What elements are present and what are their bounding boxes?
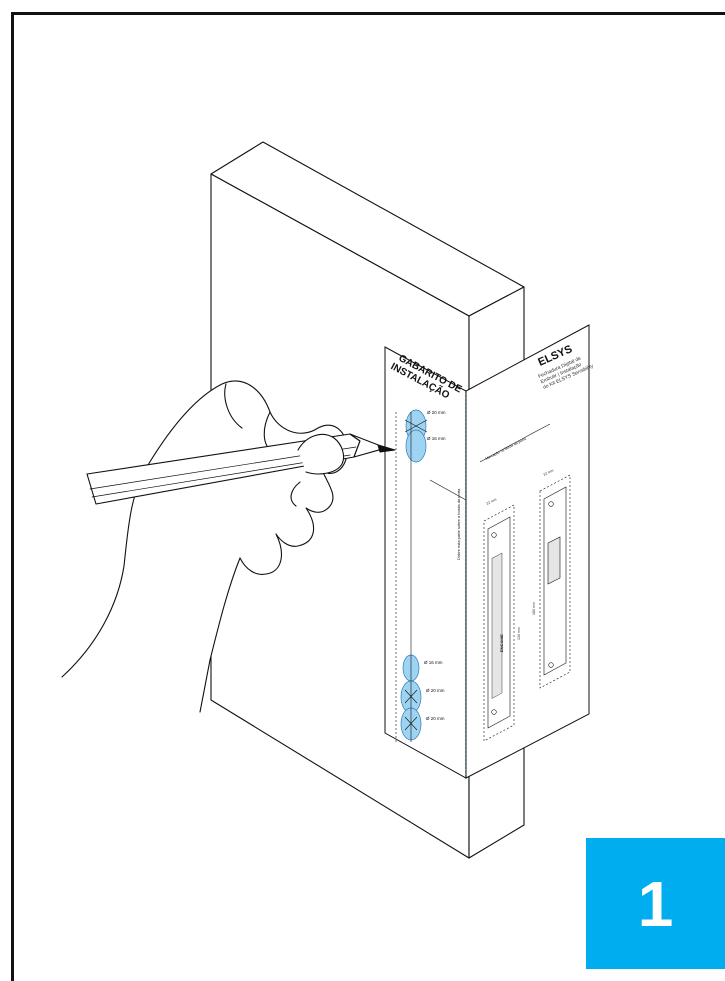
hole-upper-2: [406, 430, 426, 462]
template-front-panel: GABARITO DE INSTALAÇÃO Ø 20 mm Ø 16 mm Ø…: [385, 347, 466, 778]
hole5-label: Ø 20 mm: [426, 716, 445, 721]
hole2-label: Ø 16 mm: [427, 436, 446, 441]
hole4-label: Ø 20 mm: [426, 688, 445, 693]
template-edge-flap: ELSYS Fechadura Digital de Embutir | Ins…: [466, 325, 595, 778]
mortise-label: ENCAIXE: [499, 634, 504, 652]
fold-instruction: Dobre esta parte sobre a borda da porta: [456, 488, 461, 560]
dim-180: 180 mm: [532, 602, 536, 615]
hole1-label: Ø 20 mm: [427, 410, 446, 415]
hole3-label: Ø 16 mm: [424, 660, 443, 665]
dim-130: 130 mm: [517, 627, 521, 640]
step-number-badge: 1: [586, 838, 725, 969]
